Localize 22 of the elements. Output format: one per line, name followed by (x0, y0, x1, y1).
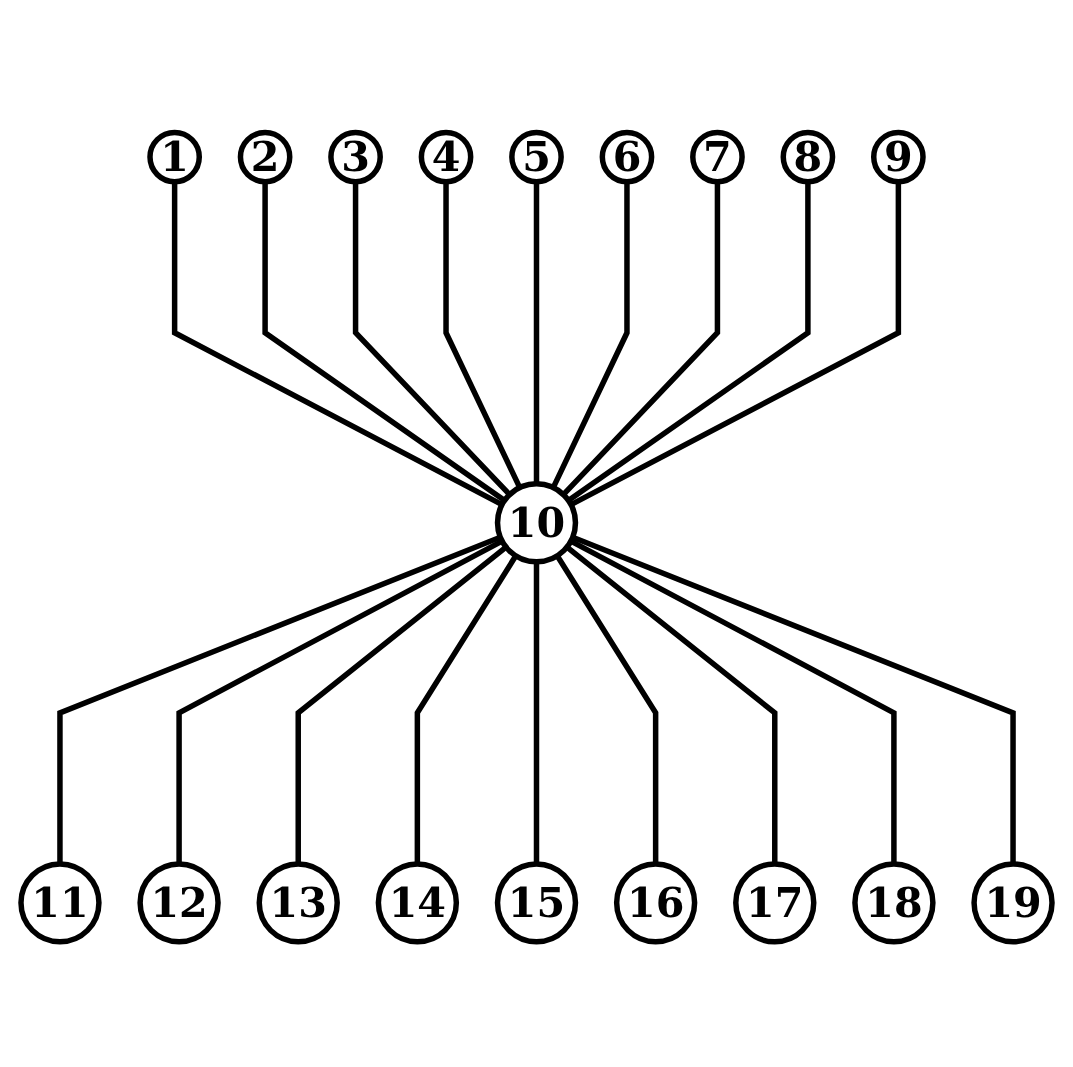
connector (533, 181, 540, 484)
node-circle: 1 (147, 129, 202, 184)
node-circle: 14 (375, 860, 460, 945)
node-circle: 6 (599, 129, 655, 184)
node-circle: 16 (613, 860, 698, 945)
node-circle: 15 (494, 860, 579, 945)
node-circle: 12 (137, 860, 221, 945)
node-circle: 19 (971, 860, 1055, 945)
node-circle: 3 (328, 129, 383, 184)
node-circle: 8 (780, 129, 836, 184)
node-circle: 4 (418, 129, 474, 184)
node-circle: 7 (690, 129, 745, 184)
node-circle: 17 (733, 860, 817, 945)
node-circle: 2 (237, 129, 293, 184)
connector (443, 181, 523, 489)
node-circle: 5 (509, 129, 564, 184)
node-circle: 11 (18, 860, 102, 945)
node-circle: 18 (852, 860, 936, 945)
connector (550, 181, 630, 489)
node-circle: 13 (256, 860, 340, 945)
node-circle: 10 (494, 480, 579, 564)
node-circle: 9 (871, 129, 926, 184)
